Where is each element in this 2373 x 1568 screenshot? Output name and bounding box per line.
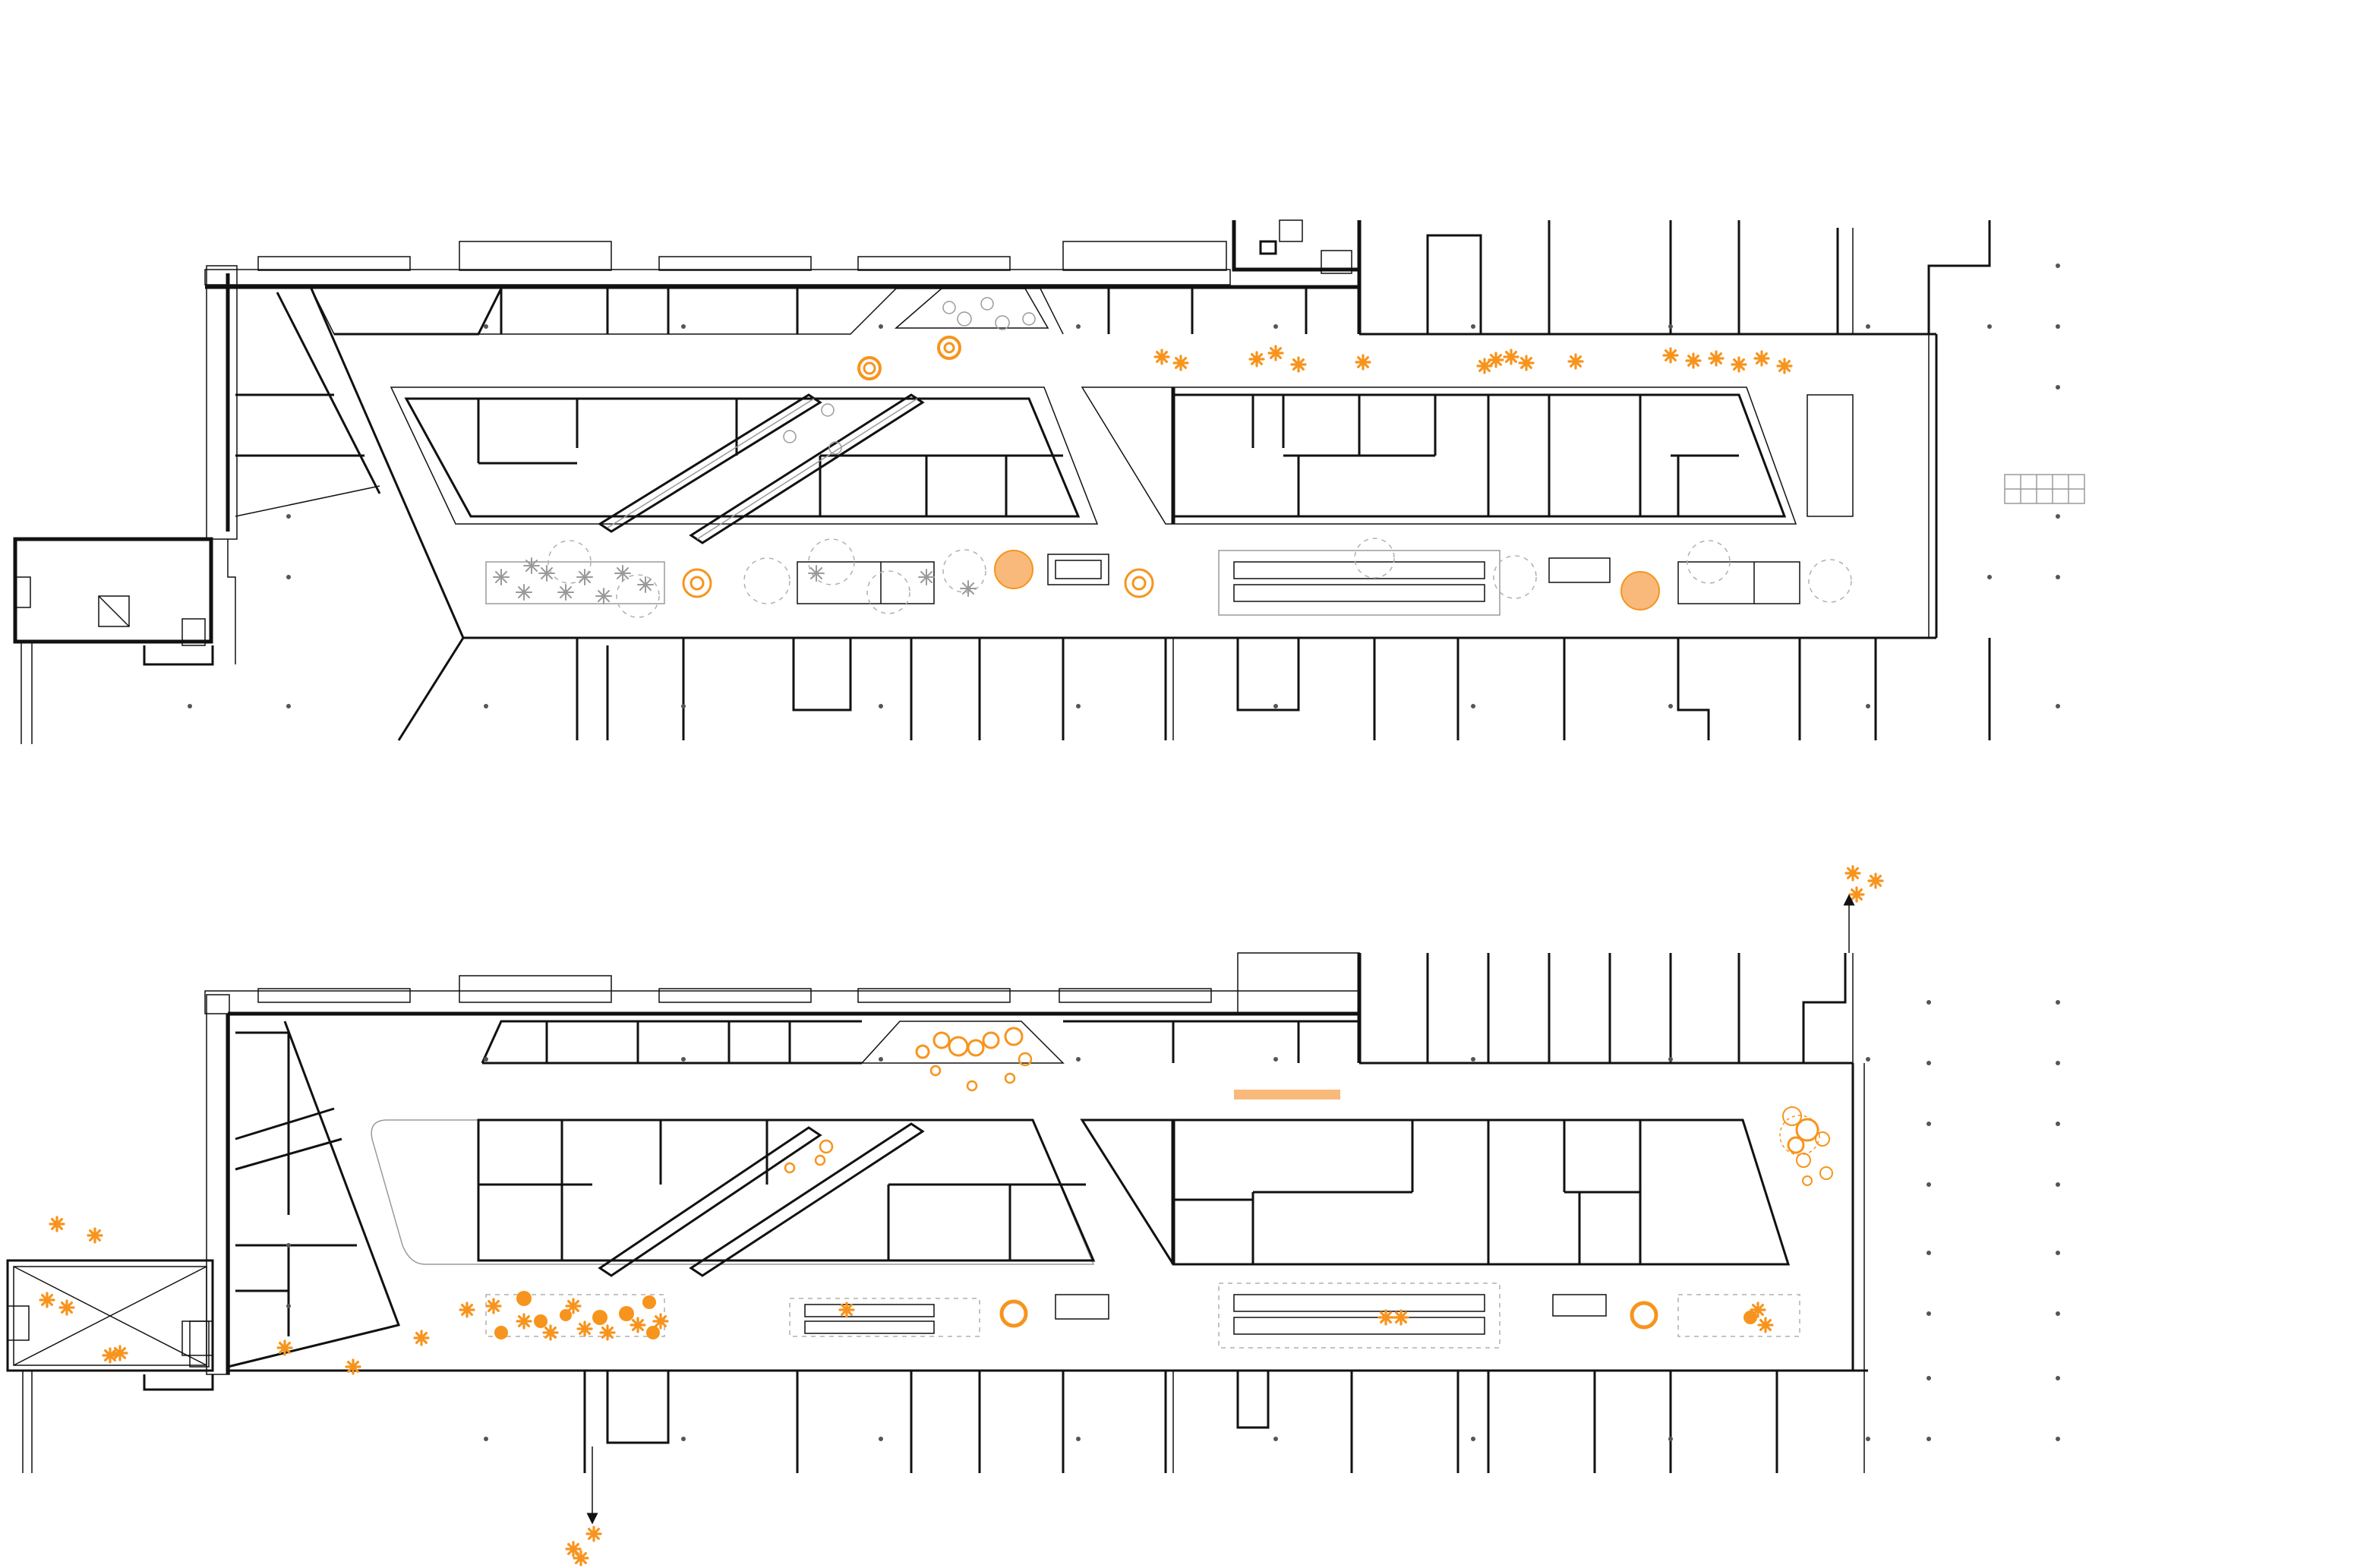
- orange-filled-shrubs-lower: [494, 1291, 1757, 1339]
- tree-canopies-upper: [547, 538, 1852, 618]
- orange-flowers-upper: [1153, 345, 1793, 374]
- column-grid-upper: [188, 263, 2060, 708]
- central-island-east: [1081, 386, 1854, 525]
- west-wing: [13, 265, 380, 744]
- west-wing-lower: [6, 994, 357, 1473]
- lower-floor-plan: [6, 865, 2060, 1566]
- bench-highlight: [1234, 1090, 1340, 1099]
- orange-elements-lower: [784, 1027, 1833, 1330]
- mall-corridor-outline-lower: [227, 1021, 1868, 1473]
- east-shops-north-lower: [1426, 953, 1854, 1063]
- south-shop-row-lower: [583, 1371, 1778, 1473]
- seating-area-north: [894, 288, 1049, 329]
- central-island-east-lower: [1080, 1118, 1791, 1266]
- south-shop-row: [576, 638, 1991, 740]
- upper-floor-plan: [13, 219, 2085, 744]
- seating-area-north-lower: [860, 1021, 1065, 1064]
- grey-planting-upper: [493, 297, 1036, 604]
- north-facade-strip-lower: [204, 952, 1362, 1063]
- column-grid-lower: [286, 1000, 2060, 1441]
- north-shop-row-lower: [481, 1020, 1359, 1065]
- orange-flowers-lower: [39, 865, 1884, 1566]
- corridor-furniture-upper: [485, 550, 1800, 616]
- northeast-service-block: [1232, 219, 1362, 334]
- central-island-west: [390, 386, 1099, 544]
- central-island-west-lower: [371, 1118, 1096, 1277]
- parking-bays-east: [2004, 474, 2085, 504]
- east-shops-north: [1426, 220, 1991, 334]
- north-shop-row: [334, 288, 1308, 336]
- corridor-furniture-lower: [189, 1282, 1800, 1368]
- orange-planting-upper: [682, 336, 1660, 610]
- north-facade-strip: [204, 241, 1359, 289]
